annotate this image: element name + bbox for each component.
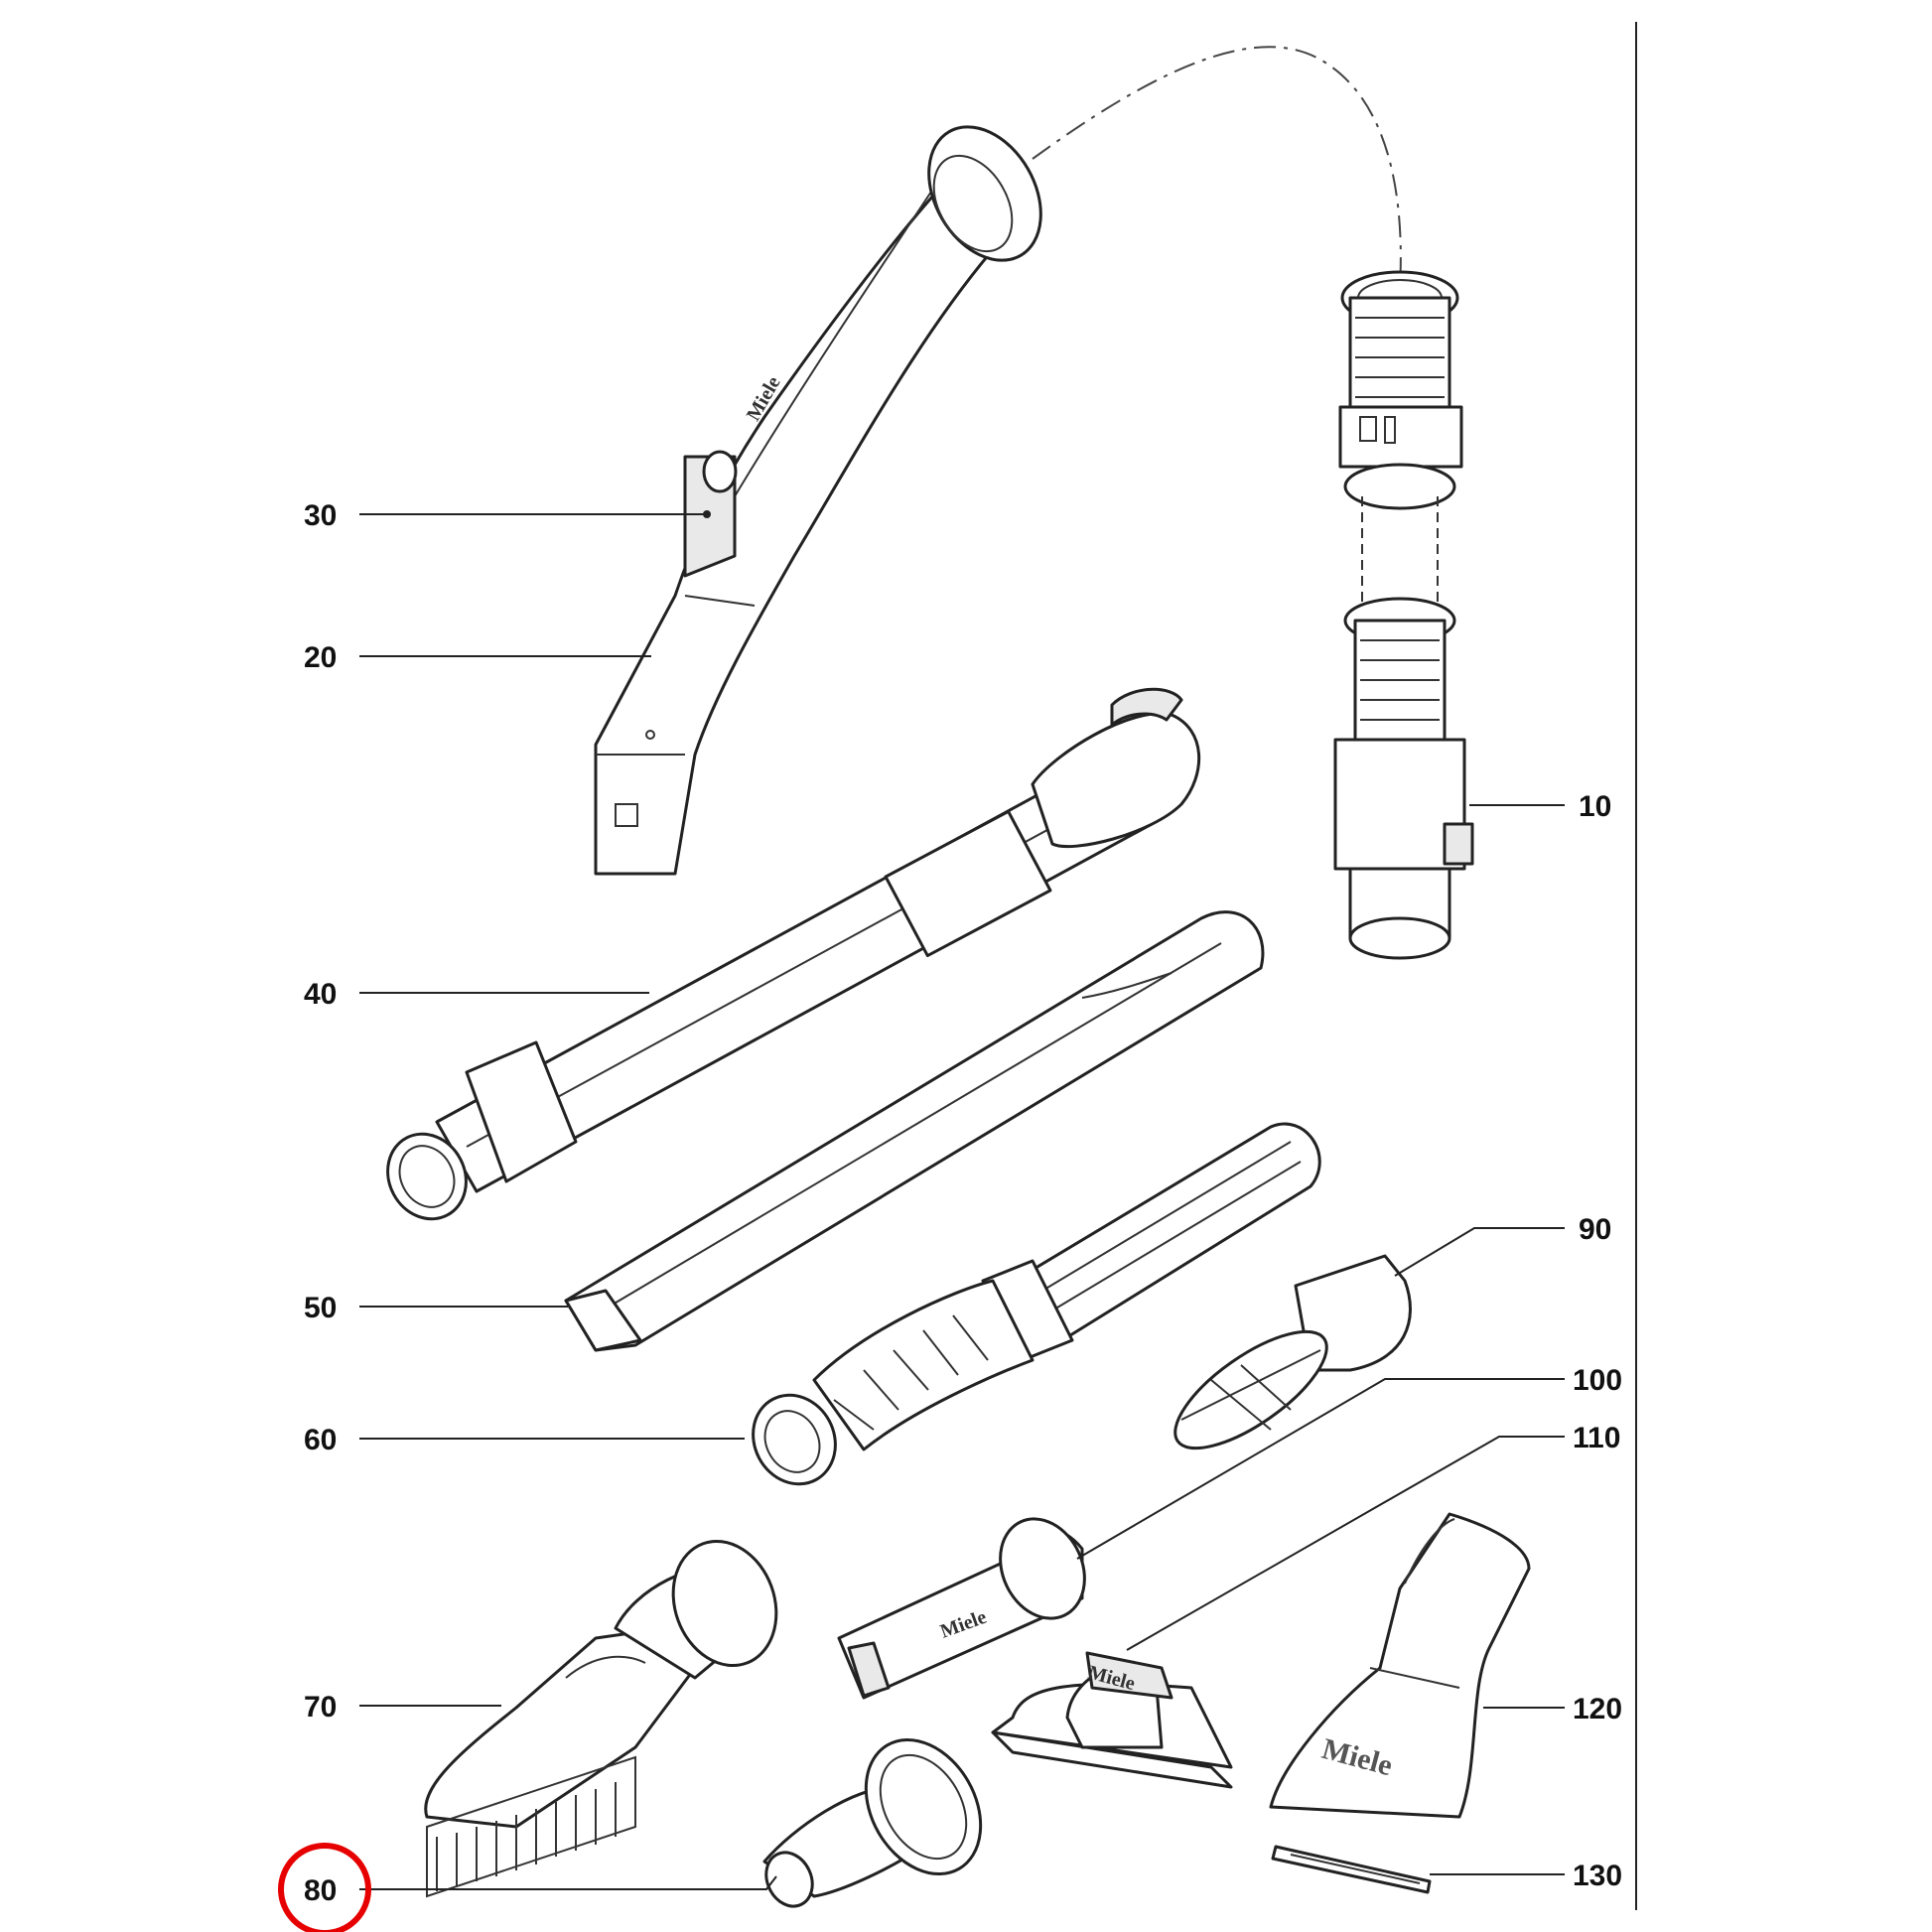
callout-labels: 30 20 10 40 90 50 100 60 110 70 120 80 1…	[304, 499, 1622, 1907]
part-squeegee-strip	[1271, 1845, 1432, 1894]
callout-100: 100	[1573, 1364, 1622, 1397]
highlight-circle-80	[278, 1843, 371, 1932]
part-slim-crevice: Miele	[837, 1517, 1086, 1700]
part-round-dusting-brush	[762, 1737, 983, 1908]
part-hose-coupling	[1333, 270, 1474, 960]
leader-lines	[359, 513, 1565, 1890]
hose-connection-path	[1032, 46, 1402, 289]
callout-110: 110	[1573, 1422, 1620, 1454]
part-curved-handle: Miele	[594, 125, 1042, 876]
callout-80: 80	[304, 1874, 337, 1907]
part-dusting-brush	[424, 1539, 778, 1898]
callout-40: 40	[304, 978, 337, 1011]
callout-120: 120	[1573, 1693, 1622, 1725]
part-flexible-crevice	[752, 1122, 1321, 1486]
callout-10: 10	[1579, 790, 1611, 823]
callout-50: 50	[304, 1292, 337, 1324]
part-crevice-nozzle	[564, 910, 1265, 1352]
callout-130: 130	[1573, 1860, 1622, 1892]
callout-70: 70	[304, 1691, 337, 1724]
callout-20: 20	[304, 641, 337, 674]
callout-30: 30	[304, 499, 337, 532]
part-upholstery-nozzle: Miele	[991, 1651, 1233, 1789]
part-oval-brush	[1173, 1254, 1412, 1450]
part-wide-nozzle: Miele	[1269, 1512, 1531, 1819]
part-telescopic-tube	[386, 687, 1201, 1221]
callout-90: 90	[1579, 1213, 1611, 1246]
callout-60: 60	[304, 1424, 337, 1456]
